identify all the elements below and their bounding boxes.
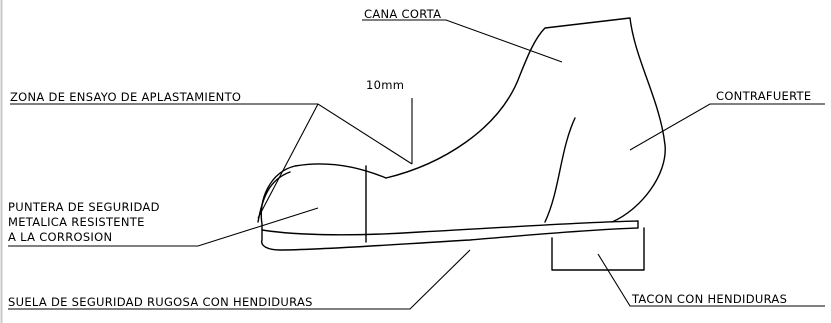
- label-puntera-line3: A LA CORROSION: [8, 230, 113, 244]
- leader-tacon: [597, 253, 825, 307]
- heel-outline: [551, 227, 645, 271]
- counter-curve: [544, 117, 576, 223]
- label-zona-ensayo: ZONA DE ENSAYO DE APLASTAMIENTO: [10, 90, 242, 104]
- sole-outline: [261, 220, 639, 251]
- boot-shaft-outline: [385, 17, 666, 223]
- label-contrafuerte: CONTRAFUERTE: [716, 89, 812, 103]
- label-puntera-line2: METALICA RESISTENTE: [8, 215, 145, 229]
- label-cana-corta: CANA CORTA: [364, 7, 442, 21]
- label-dimension: 10mm: [366, 78, 405, 92]
- label-tacon: TACON CON HENDIDURAS: [632, 292, 788, 306]
- leader-zona-ensayo: [10, 103, 413, 165]
- leader-puntera: [8, 207, 319, 247]
- leader-cana-corta: [362, 19, 563, 63]
- leader-contrafuerte: [629, 103, 825, 151]
- leader-suela: [8, 249, 471, 310]
- label-suela: SUELA DE SEGURIDAD RUGOSA CON HENDIDURAS: [8, 295, 313, 309]
- label-puntera-line1: PUNTERA DE SEGURIDAD: [8, 200, 160, 214]
- leader-zona-ensayo-2: [257, 103, 319, 219]
